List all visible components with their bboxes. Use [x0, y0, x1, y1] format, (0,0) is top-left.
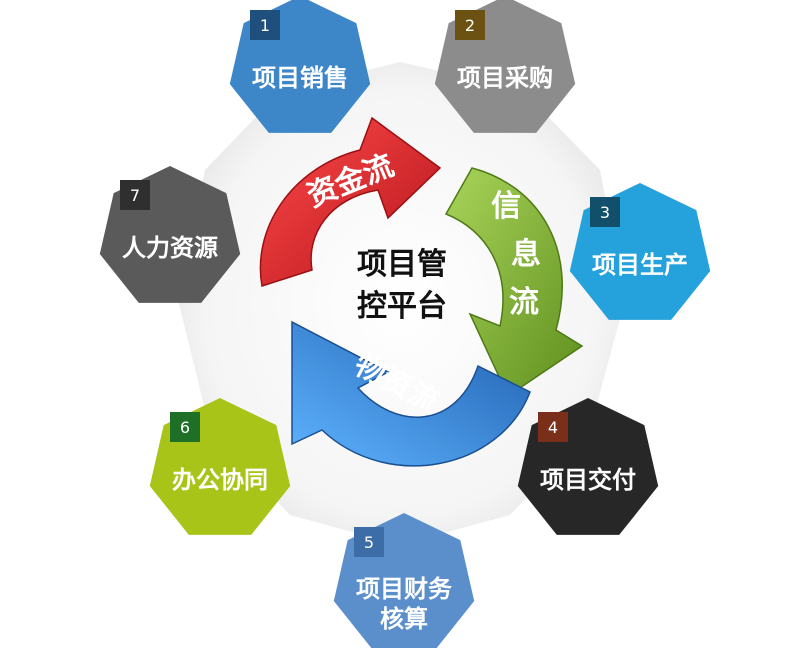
module-number: 3 [600, 203, 610, 222]
module-number: 7 [130, 186, 140, 205]
module-number-tab [455, 10, 485, 40]
module-number: 4 [548, 418, 558, 437]
module-label-line-2: 核算 [380, 605, 428, 633]
module-node-2[interactable]: 2 项目采购 [434, 0, 576, 133]
module-number: 1 [260, 16, 270, 35]
module-number: 5 [364, 533, 374, 552]
module-number-tab [250, 10, 280, 40]
module-node-1[interactable]: 1 项目销售 [229, 0, 371, 133]
module-node-3[interactable]: 3 项目生产 [569, 183, 711, 320]
info-flow-arrow: 信 息 流 [444, 167, 584, 398]
module-number-tab [590, 197, 620, 227]
module-label: 项目财务 [356, 575, 453, 603]
module-number-tab [354, 527, 384, 557]
module-node-7[interactable]: 7 人力资源 [99, 166, 241, 303]
info-flow-char-2: 息 [511, 237, 541, 272]
module-label: 人力资源 [122, 234, 218, 262]
center-disc [178, 62, 625, 545]
info-flow-char-1: 信 [491, 189, 521, 224]
module-node-4[interactable]: 4 项目交付 [517, 398, 659, 535]
module-label: 项目交付 [540, 466, 636, 494]
module-label: 办公协同 [172, 466, 268, 494]
module-label: 项目采购 [457, 64, 553, 92]
center-title-line-2: 控平台 [357, 289, 447, 324]
info-flow-char-3: 流 [509, 285, 539, 320]
module-number-tab [538, 412, 568, 442]
module-number-tab [120, 180, 150, 210]
module-node-6[interactable]: 6 办公协同 [149, 398, 291, 535]
module-number-tab [170, 412, 200, 442]
center-title-line-1: 项目管 [357, 247, 447, 282]
module-number: 2 [465, 16, 475, 35]
module-number: 6 [180, 418, 190, 437]
module-label: 项目生产 [592, 251, 688, 279]
module-label: 项目销售 [252, 64, 348, 92]
